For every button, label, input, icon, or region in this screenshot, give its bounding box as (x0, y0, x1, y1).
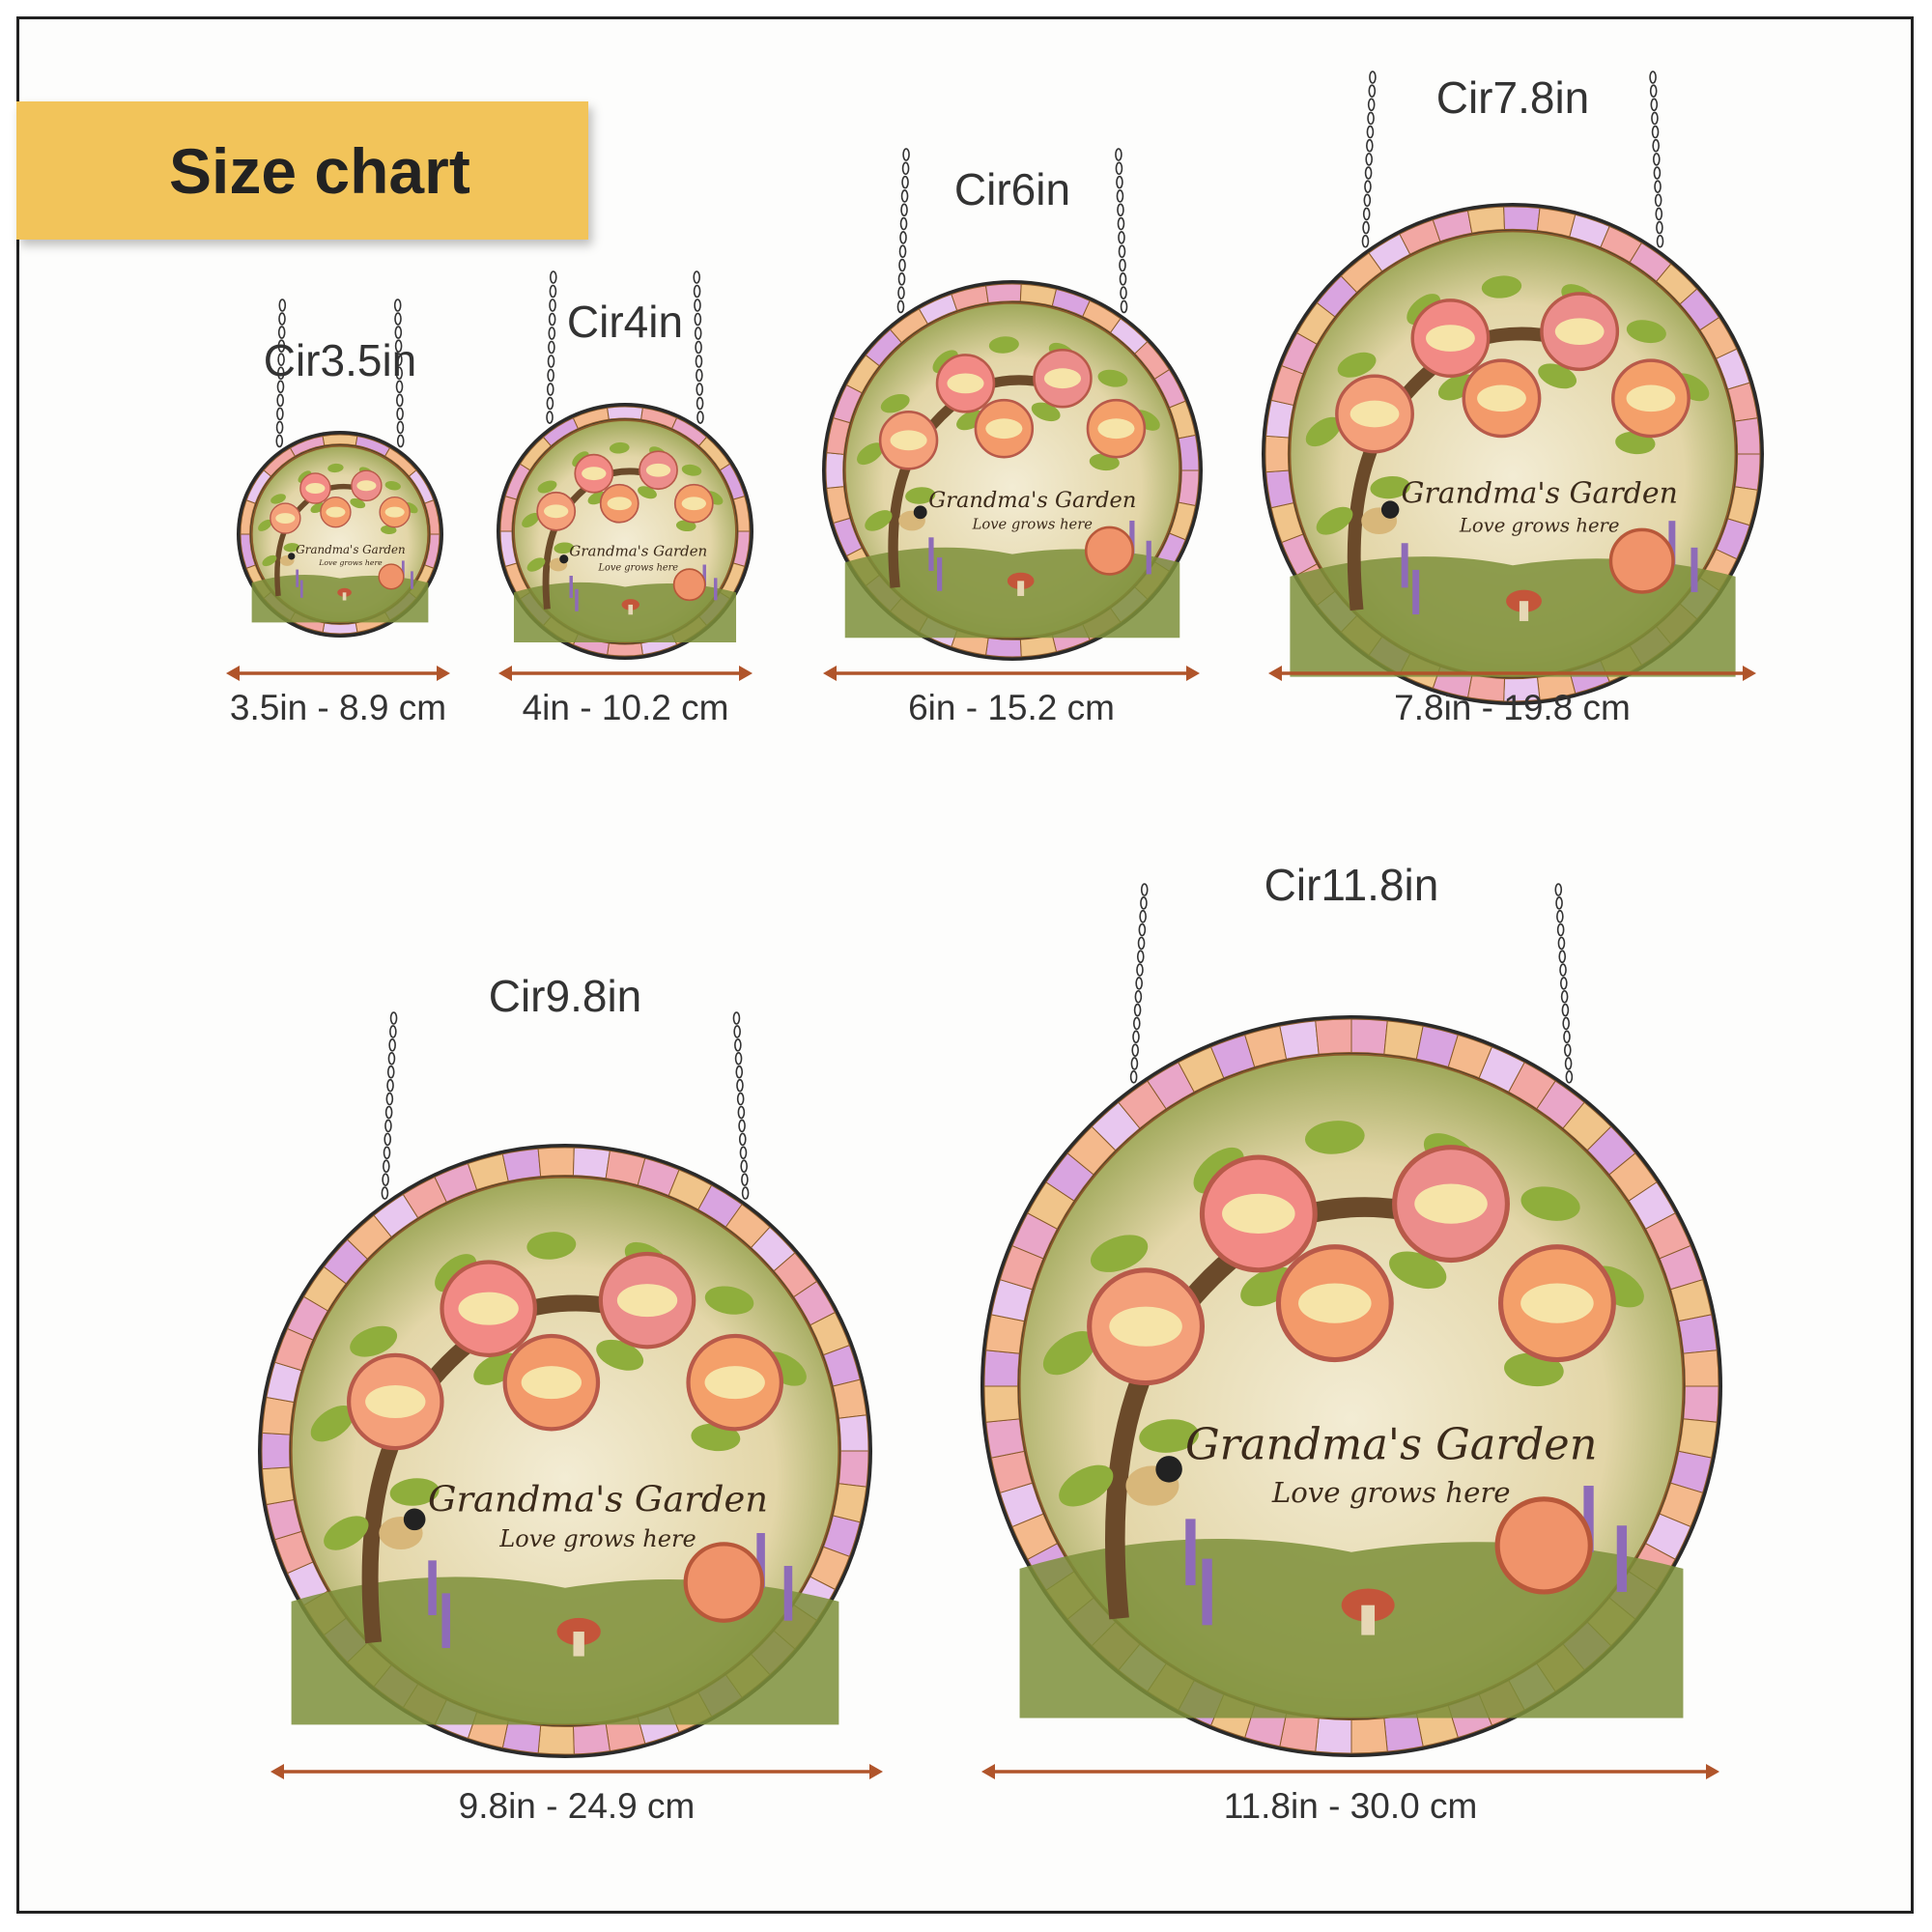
suncatcher-plaque: LENCAMBELLETAMMYJORDANBRADYGrandma's Gar… (237, 298, 443, 638)
measurement-label: 7.8in - 19.8 cm (1394, 688, 1631, 727)
hanging-chain (896, 148, 1128, 314)
hanging-chain (546, 270, 704, 424)
size-label: Cir4in (566, 297, 684, 347)
garden-artwork: LENCAMBELLETAMMYJORDANBRADYGrandma's Gar… (251, 463, 429, 623)
hanging-chain (381, 1011, 750, 1200)
size-label: Cir9.8in (488, 971, 642, 1021)
garden-artwork: LENCAMBELLETAMMYJORDANBRADYGrandma's Gar… (1290, 275, 1736, 677)
measurement-label: 6in - 15.2 cm (908, 688, 1115, 727)
dimension-arrow (226, 666, 450, 681)
artwork-title: Grandma's Garden (928, 488, 1136, 513)
artwork-title: Grandma's Garden (1401, 477, 1677, 511)
garden-artwork: LENCAMBELLETAMMYJORDANBRADYGrandma's Gar… (1019, 1121, 1684, 1719)
artwork-subtitle: Love grows here (1271, 1476, 1511, 1509)
hanging-chain (275, 298, 405, 448)
artwork-subtitle: Love grows here (318, 558, 383, 567)
garden-artwork: LENCAMBELLETAMMYJORDANBRADYGrandma's Gar… (291, 1232, 839, 1725)
artwork-title: Grandma's Garden (1185, 1420, 1597, 1470)
dimension-arrow (498, 666, 753, 681)
artwork-subtitle: Love grows here (1459, 515, 1620, 537)
artwork-subtitle: Love grows here (972, 517, 1094, 533)
page-title: Size chart (169, 135, 470, 207)
measurement-label: 9.8in - 24.9 cm (458, 1786, 696, 1826)
suncatcher-plaque: LENCAMBELLETAMMYJORDANBRADYGrandma's Gar… (497, 270, 753, 660)
measurement-label: 11.8in - 30.0 cm (1223, 1786, 1478, 1826)
size-label: Cir7.8in (1435, 72, 1590, 123)
size-label: Cir3.5in (263, 335, 417, 385)
artwork-title: Grandma's Garden (428, 1478, 768, 1520)
dimension-arrow (823, 666, 1200, 681)
size-label: Cir11.8in (1264, 860, 1439, 910)
hanging-chain (1129, 883, 1574, 1084)
hanging-chain (1361, 71, 1664, 248)
measurement-label: 3.5in - 8.9 cm (229, 688, 447, 727)
artwork-title: Grandma's Garden (296, 543, 405, 556)
artwork-title: Grandma's Garden (569, 542, 707, 559)
dimension-arrow (1268, 666, 1756, 681)
suncatcher-plaque: LENCAMBELLETAMMYJORDANBRADYGrandma's Gar… (822, 148, 1203, 661)
dimension-arrow (270, 1764, 883, 1779)
size-label: Cir6in (953, 164, 1071, 214)
garden-artwork: LENCAMBELLETAMMYJORDANBRADYGrandma's Gar… (513, 441, 737, 643)
artwork-subtitle: Love grows here (598, 562, 679, 573)
suncatcher-plaque: LENCAMBELLETAMMYJORDANBRADYGrandma's Gar… (1262, 71, 1764, 705)
artwork-subtitle: Love grows here (498, 1525, 696, 1552)
title-banner: Size chart (16, 101, 588, 240)
suncatcher-plaque: LENCAMBELLETAMMYJORDANBRADYGrandma's Gar… (980, 883, 1722, 1757)
measurement-label: 4in - 10.2 cm (522, 688, 729, 727)
suncatcher-plaque: LENCAMBELLETAMMYJORDANBRADYGrandma's Gar… (258, 1011, 872, 1758)
dimension-arrow (981, 1764, 1719, 1779)
garden-artwork: LENCAMBELLETAMMYJORDANBRADYGrandma's Gar… (844, 336, 1180, 639)
